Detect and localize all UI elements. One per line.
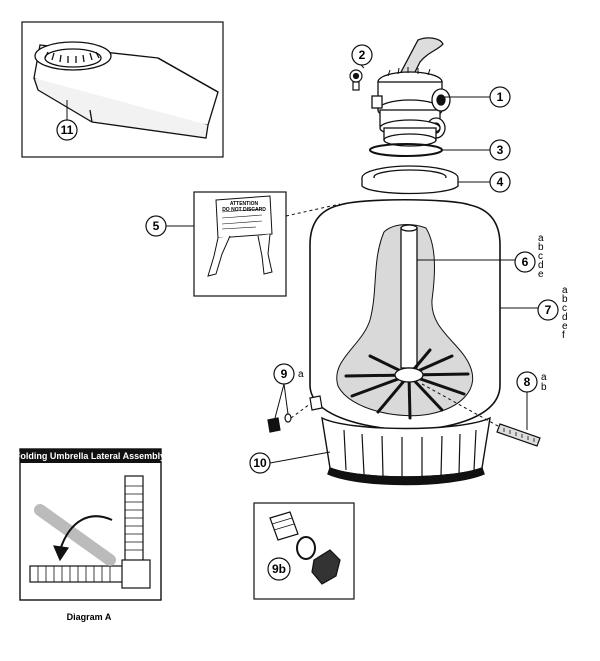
callout-5-label: 5 <box>153 219 160 233</box>
callout-4-circle <box>489 171 511 193</box>
part-11-lid-illustration <box>33 41 219 139</box>
part-8-lateral <box>496 423 541 447</box>
callout-8-circle <box>516 371 538 393</box>
callout-6-variants: a b c d e <box>538 233 544 280</box>
part-9-drain-plug <box>267 395 323 433</box>
callout-8-variant-b: b <box>541 382 547 393</box>
callout-6-variant-c: c <box>538 251 543 262</box>
leader-9-b <box>283 383 289 415</box>
callout-7-variant-f: f <box>562 330 565 341</box>
callout-6-circle <box>514 251 536 273</box>
callout-7-variant-b: b <box>562 294 568 305</box>
part-5-sign-inset: ATTENTION DO NOT DISCARD <box>193 191 287 297</box>
diagram-a-illustration <box>29 475 151 589</box>
part-10-tank-base <box>321 416 491 486</box>
callout-8-label: 8 <box>524 375 531 389</box>
part-2-pressure-gauge <box>349 69 363 91</box>
callout-9-label: 9 <box>281 367 288 381</box>
part-11-inset: 11 <box>21 21 224 158</box>
part-6-center-pipe <box>400 224 418 369</box>
callout-9b-circle <box>267 557 291 581</box>
callout-9-variant-a: a <box>298 369 304 380</box>
leader-9 <box>274 383 285 419</box>
callout-3-label: 3 <box>497 143 504 157</box>
warning-sign-illustration <box>207 195 273 277</box>
callout-7-label: 7 <box>545 303 552 317</box>
callout-5-circle <box>145 215 167 237</box>
callout-4-label: 4 <box>497 175 504 189</box>
callout-1-circle <box>489 86 511 108</box>
part-4-clamp-ring <box>361 165 459 195</box>
diagram-a-caption: Diagram A <box>67 612 112 622</box>
callout-6-variant-a: a <box>538 233 544 244</box>
part-9b-inset: 9b <box>253 502 355 600</box>
callout-7-variant-a: a <box>562 285 568 296</box>
callout-7-circle <box>537 299 559 321</box>
callout-7-variant-e: e <box>562 321 568 332</box>
callout-2-label: 2 <box>359 48 366 62</box>
callout-6-variant-b: b <box>538 242 544 253</box>
callout-6-variant-d: d <box>538 260 544 271</box>
callout-6-variant-e: e <box>538 269 544 280</box>
lateral-hub <box>394 367 424 383</box>
callout-7-variant-c: c <box>562 303 567 314</box>
callout-7-variant-d: d <box>562 312 568 323</box>
callout-9b-label: 9b <box>272 562 286 576</box>
diagram-a-inset: Folding Umbrella Lateral Assembly <box>15 448 165 601</box>
callout-8-variant-a: a <box>541 372 547 383</box>
callout-2-circle <box>351 44 373 66</box>
diagram-a-title: Folding Umbrella Lateral Assembly <box>15 451 165 461</box>
callout-10-label: 10 <box>253 456 267 470</box>
callout-10-circle <box>249 452 271 474</box>
callout-11-circle <box>56 119 78 141</box>
leader-9-dashed <box>290 403 311 419</box>
part-1-multiport-valve <box>371 37 451 147</box>
leader-8-dashed <box>421 383 499 427</box>
part-9b-illustration <box>269 511 341 585</box>
callout-7-variants: a b c d e f <box>562 285 568 341</box>
callout-6-label: 6 <box>522 255 529 269</box>
sign-line-1: ATTENTION <box>230 201 259 207</box>
callout-3-circle <box>489 139 511 161</box>
inset-9b-frame <box>253 502 355 600</box>
callout-1-label: 1 <box>497 90 504 104</box>
callout-8-variants: a b <box>541 372 547 393</box>
sign-line-2: DO NOT DISCARD <box>222 207 266 213</box>
callout-9-circle <box>273 363 295 385</box>
callout-11-label: 11 <box>61 123 74 137</box>
leader-10 <box>269 451 331 464</box>
diagram-a-title-bar <box>20 449 161 463</box>
